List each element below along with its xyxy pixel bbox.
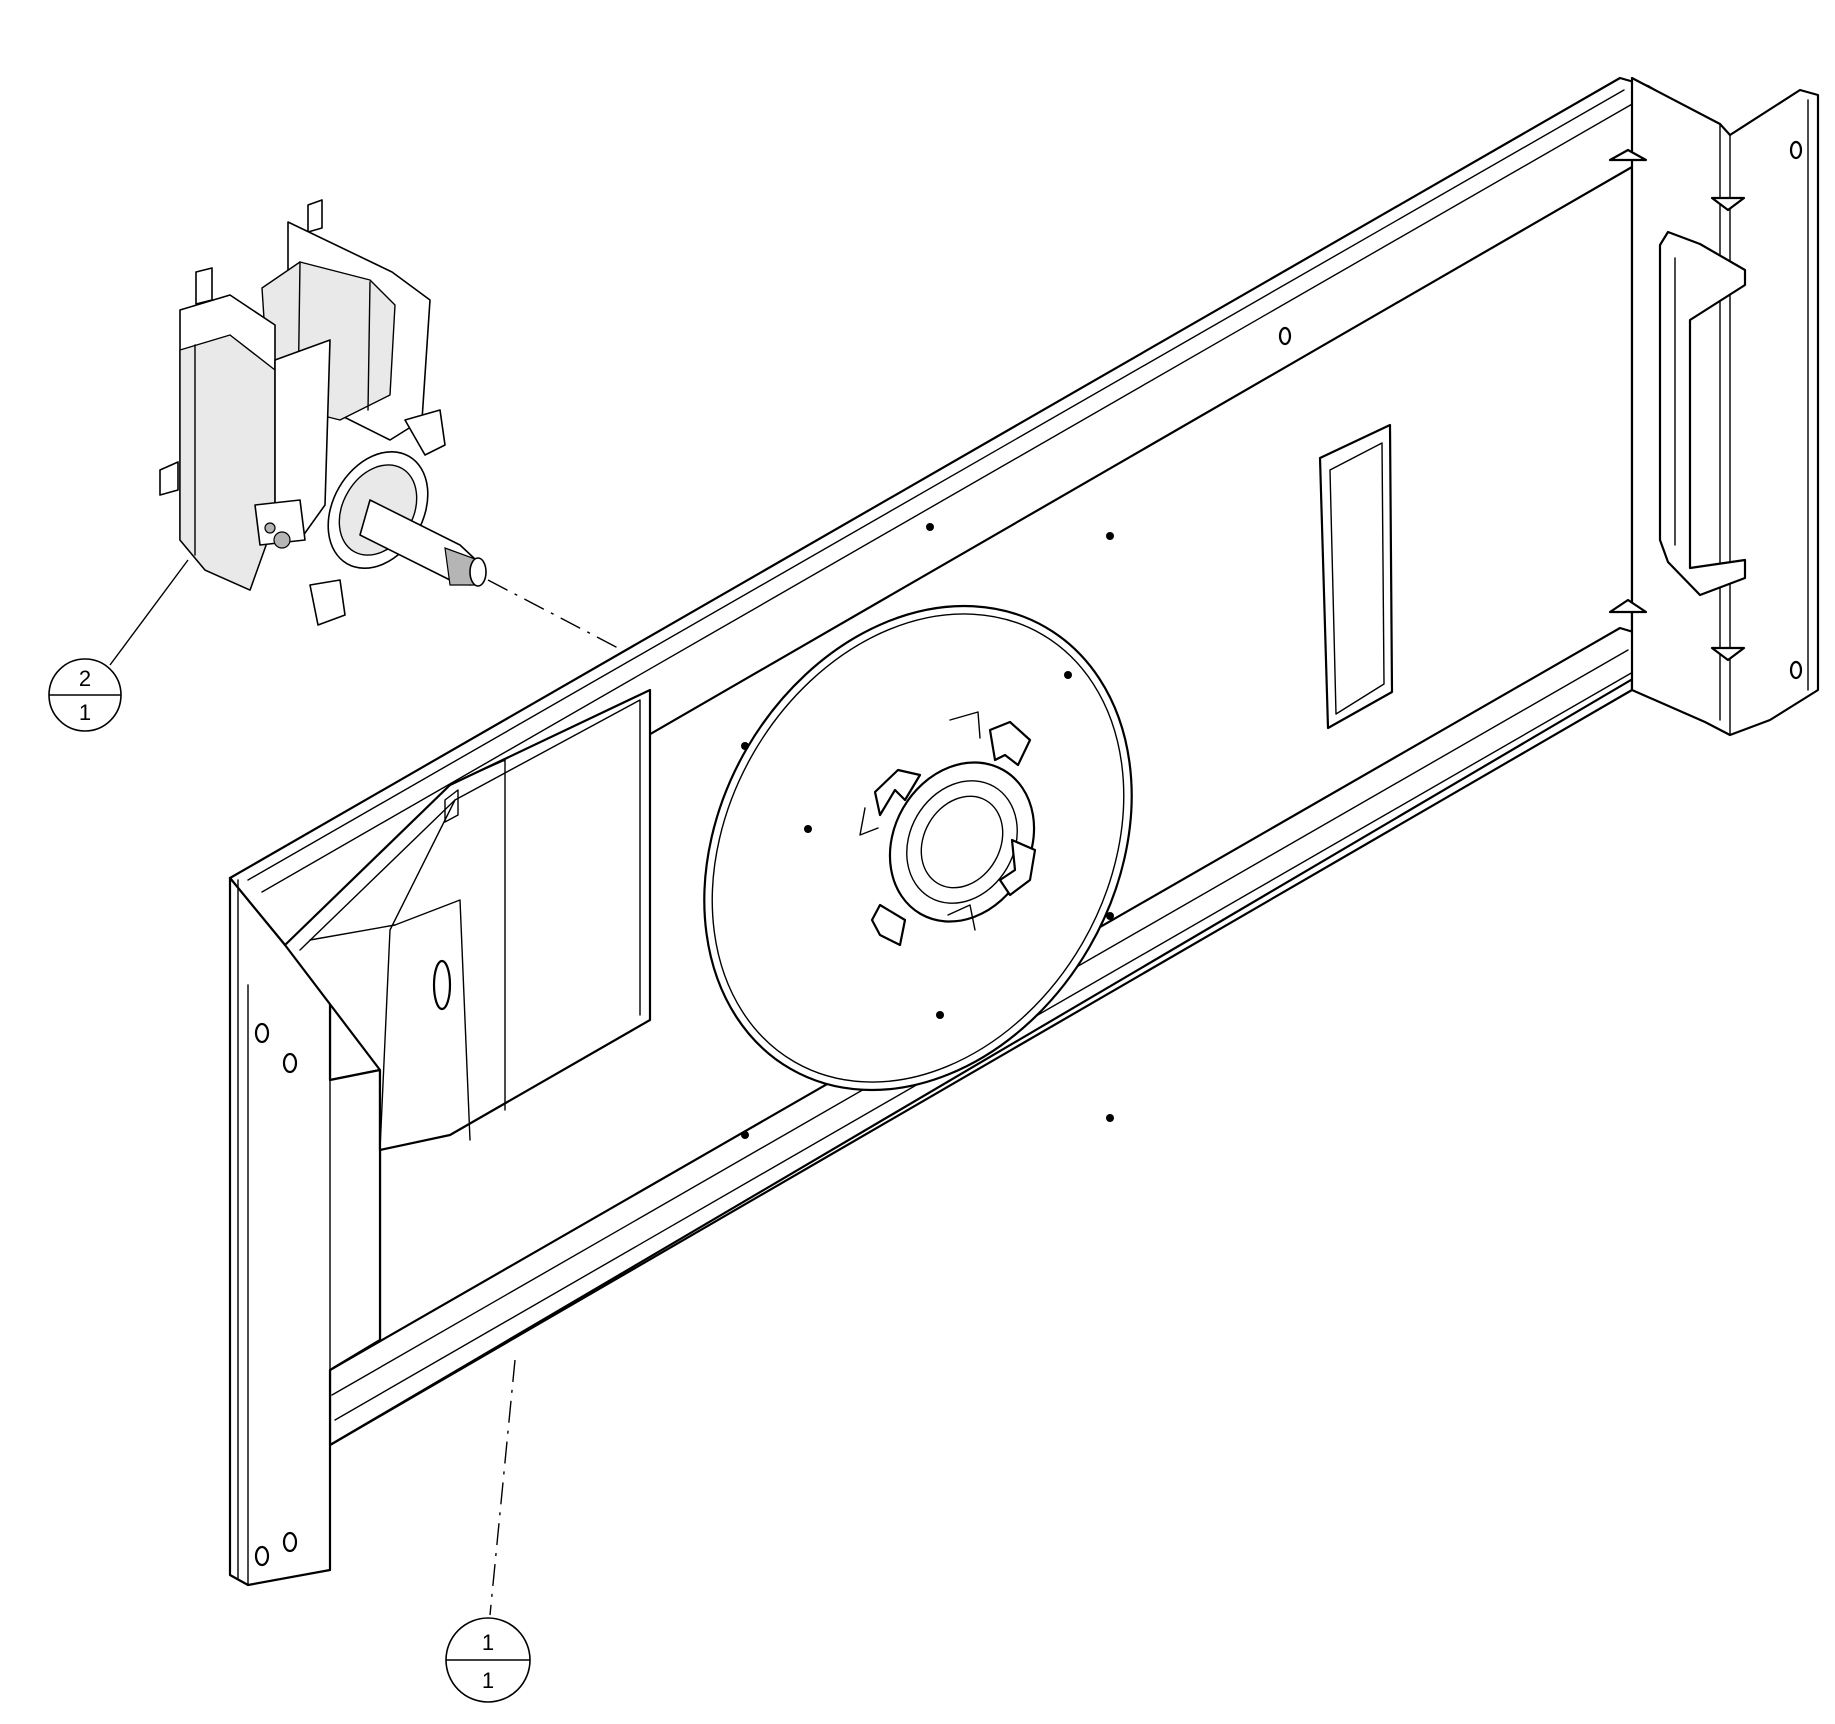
mounting-panel (228, 76, 1820, 1587)
callout-panel-item-number: 1 (482, 1630, 494, 1655)
callout-panel: 1 1 (445, 1359, 531, 1703)
callout-motor: 2 1 (48, 559, 619, 732)
motor-centerline (487, 579, 619, 649)
drive-motor (159, 199, 487, 626)
callout-panel-quantity: 1 (482, 1668, 494, 1693)
callout-panel-leader (489, 1359, 516, 1616)
callout-motor-leader (109, 559, 189, 666)
callout-motor-quantity: 1 (79, 700, 91, 725)
callout-motor-item-number: 2 (79, 666, 91, 691)
panel-rect-slot (1318, 423, 1394, 730)
turntable-hub (859, 711, 1037, 947)
